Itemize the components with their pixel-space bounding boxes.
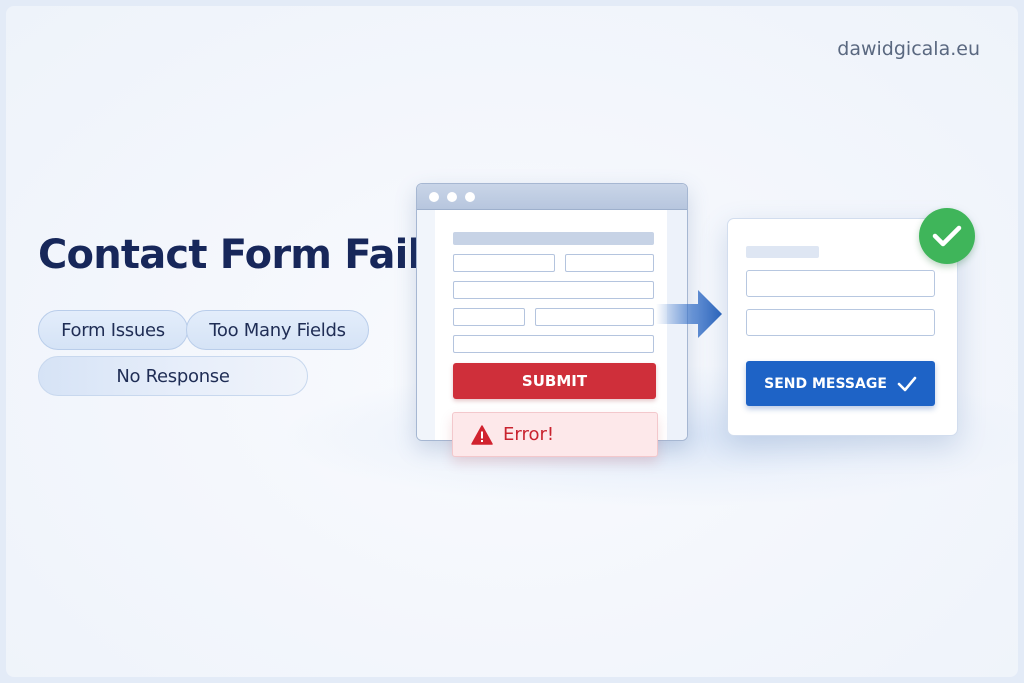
error-text: Error!	[503, 424, 555, 445]
form-header-bar	[453, 232, 654, 245]
warning-triangle-icon	[471, 424, 493, 445]
window-dot	[447, 192, 457, 202]
submit-button[interactable]: SUBMIT	[453, 363, 656, 399]
tag-no-response: No Response	[38, 356, 308, 396]
send-message-label: SEND MESSAGE	[764, 375, 887, 392]
message-field[interactable]	[746, 309, 935, 336]
window-dot	[465, 192, 475, 202]
company-field[interactable]	[535, 308, 654, 326]
checkmark-icon	[897, 376, 917, 391]
first-name-field[interactable]	[453, 254, 555, 272]
email-field[interactable]	[453, 281, 654, 299]
phone-field[interactable]	[453, 308, 525, 326]
submit-button-label: SUBMIT	[521, 372, 588, 390]
tag-form-issues: Form Issues	[38, 310, 188, 350]
page-title: Contact Form Fails	[38, 232, 444, 278]
arrow-right-icon	[656, 290, 722, 338]
window-titlebar	[417, 184, 687, 210]
card-header-bar	[746, 246, 819, 258]
window-dot	[429, 192, 439, 202]
window-scroll-track	[667, 210, 687, 440]
name-field[interactable]	[746, 270, 935, 297]
tag-too-many-fields: Too Many Fields	[186, 310, 369, 350]
success-check-badge-icon	[919, 208, 975, 264]
subject-field[interactable]	[453, 335, 654, 353]
error-message: Error!	[452, 412, 658, 457]
send-message-button[interactable]: SEND MESSAGE	[746, 361, 935, 406]
brand-watermark: dawidgicala.eu	[837, 38, 980, 60]
window-left-margin	[417, 210, 435, 440]
last-name-field[interactable]	[565, 254, 654, 272]
